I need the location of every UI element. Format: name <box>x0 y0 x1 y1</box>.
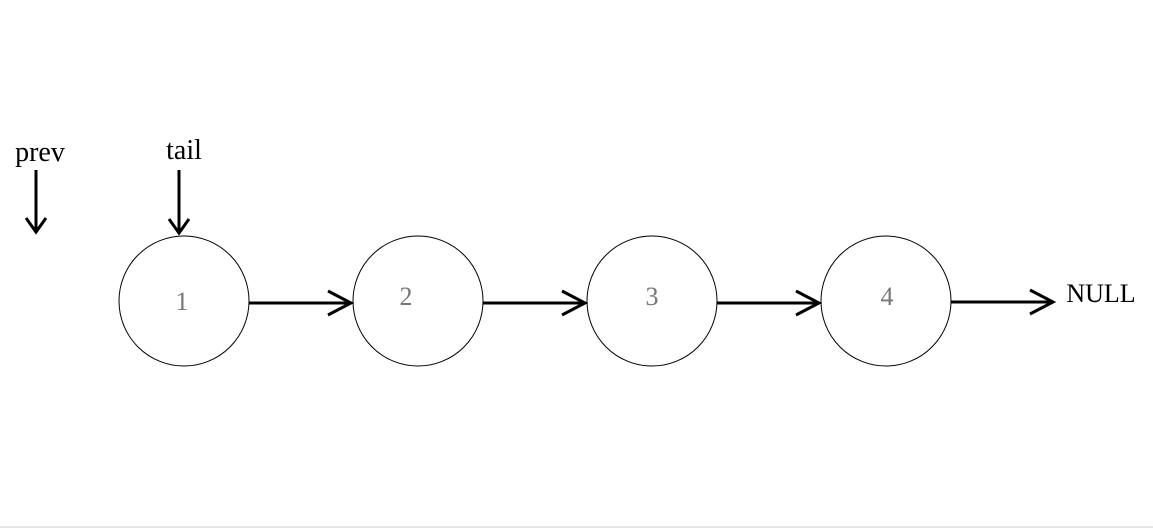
node-value: 4 <box>881 282 894 311</box>
next-arrow-1-2 <box>249 289 355 317</box>
next-arrow-3-4 <box>717 289 823 317</box>
tail-pointer-arrow <box>167 170 191 236</box>
list-node-2: 2 <box>352 235 484 367</box>
node-circle <box>352 235 484 367</box>
node-value: 3 <box>646 282 659 311</box>
list-node-1: 1 <box>118 235 250 367</box>
prev-pointer-label: prev <box>15 137 65 168</box>
node-value: 1 <box>176 287 189 316</box>
node-circle <box>586 235 718 367</box>
list-node-3: 3 <box>586 235 718 367</box>
list-node-4: 4 <box>820 235 952 367</box>
next-arrow-2-3 <box>483 289 589 317</box>
prev-pointer-arrow <box>24 170 48 235</box>
node-circle <box>118 235 250 367</box>
bottom-divider <box>0 526 1153 528</box>
next-arrow-4-null <box>951 288 1057 316</box>
tail-pointer-label: tail <box>166 135 202 166</box>
node-value: 2 <box>400 282 413 311</box>
null-terminal-label: NULL <box>1066 279 1135 308</box>
